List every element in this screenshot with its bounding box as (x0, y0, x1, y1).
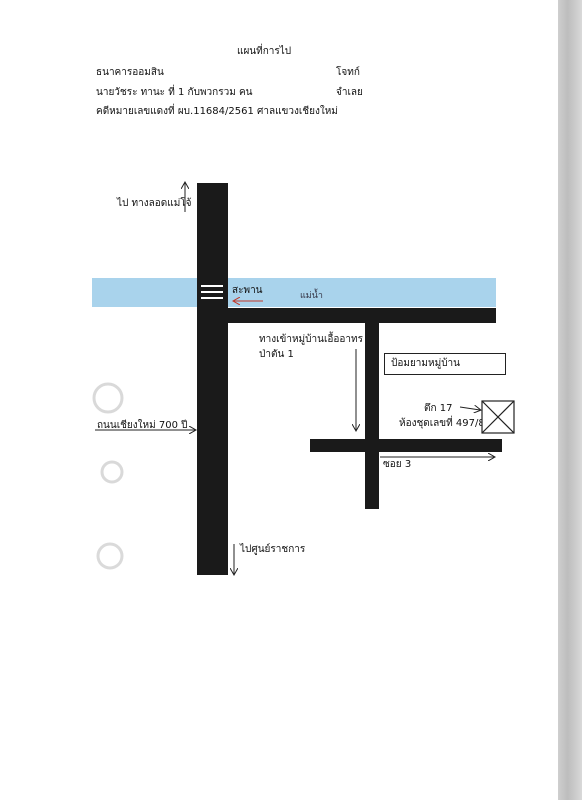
guard-post-box: ป้อมยามหมู่บ้าน (384, 353, 506, 375)
main-road-vertical (197, 183, 228, 575)
scan-edge (558, 0, 582, 800)
river (92, 278, 496, 307)
guard-post-label: ป้อมยามหมู่บ้าน (391, 358, 460, 369)
west-road-label: ถนนเชียงใหม่ 700 ปี (97, 420, 188, 431)
unit-label: ห้องชุดเลขที่ 497/8 (399, 418, 485, 429)
north-destination-label: ไป ทางลอดแม่โจ้ (117, 198, 192, 209)
village-entrance-label-2: ป่าตัน 1 (259, 349, 294, 360)
defendant-role: จำเลย (336, 87, 363, 98)
plaintiff-role: โจทก์ (336, 67, 360, 78)
river-label: แม่น้ำ (300, 291, 323, 301)
faint-stamp-marks (92, 382, 124, 570)
map-arrows (92, 0, 515, 800)
building-arrow (459, 407, 480, 410)
village-road-vertical (365, 323, 379, 509)
plaintiff-name: ธนาคารออมสิน (96, 67, 164, 78)
defendant-name: นายวัชระ ทานะ ที่ 1 กับพวกรวม คน (96, 87, 253, 98)
document-page: แผนที่การไป ธนาคารออมสิน โจทก์ นายวัชระ … (0, 0, 560, 800)
branch-road-horizontal (228, 308, 496, 323)
building-label: ตึก 17 (424, 403, 453, 414)
soi-road-horizontal (310, 439, 502, 452)
south-destination-label: ไปศูนย์ราชการ (240, 544, 306, 555)
map-title: แผนที่การไป (237, 46, 292, 57)
case-number: คดีหมายเลขแดงที่ ผบ.11684/2561 ศาลแขวงเช… (96, 106, 338, 117)
target-building-marker (481, 400, 515, 434)
bridge-label: สะพาน (232, 285, 263, 296)
soi-label: ซอย 3 (383, 459, 412, 470)
bridge-marking (201, 285, 223, 301)
village-entrance-label: ทางเข้าหมู่บ้านเอื้ออาทร (259, 334, 363, 345)
